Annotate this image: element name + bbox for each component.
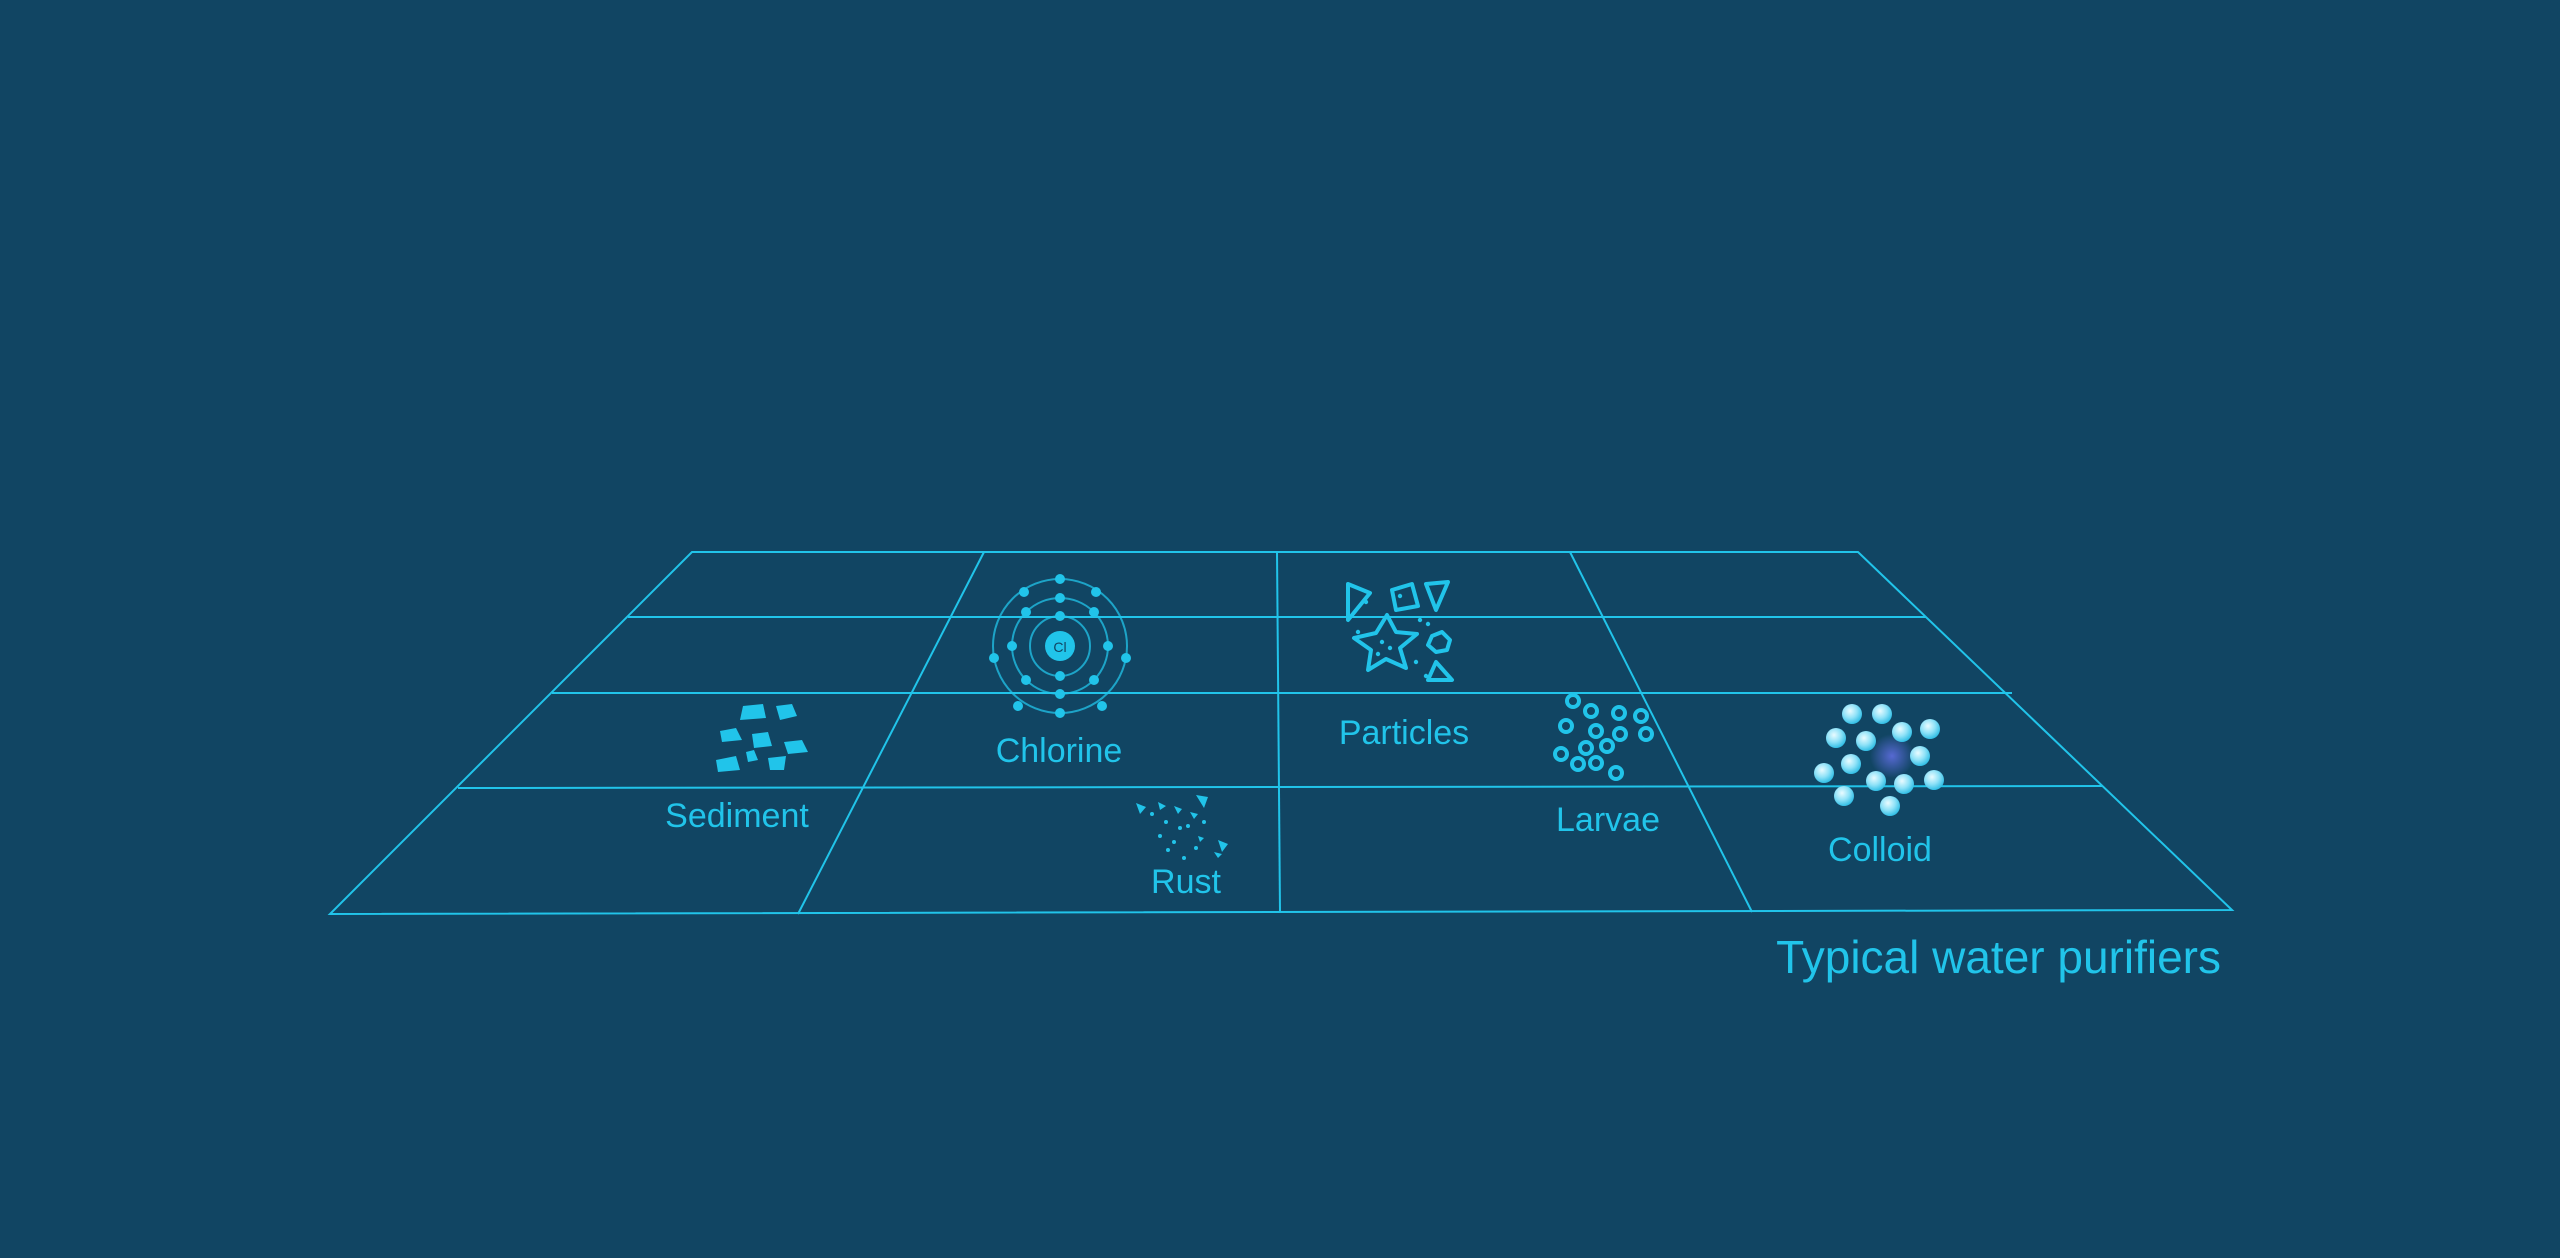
label-sediment: Sediment xyxy=(665,797,809,835)
grid-col-line xyxy=(1276,551,1281,913)
label-colloid: Colloid xyxy=(1828,831,1932,869)
rust-icon xyxy=(1136,795,1228,860)
chlorine-symbol: Cl xyxy=(1053,639,1066,655)
label-larvae: Larvae xyxy=(1556,801,1660,839)
grid-col-line xyxy=(1569,551,1753,913)
colloid-icon xyxy=(1814,704,1944,816)
perspective-grid xyxy=(327,551,2235,916)
grid-row-line xyxy=(457,785,2103,789)
label-rust: Rust xyxy=(1151,863,1221,901)
diagram-caption: Typical water purifiers xyxy=(1776,931,2221,983)
label-particles: Particles xyxy=(1339,714,1469,752)
grid-outline xyxy=(327,551,2235,916)
larvae-icon xyxy=(1553,693,1654,781)
particles-icon xyxy=(1346,580,1454,682)
chlorine-atom-icon: Cl xyxy=(989,574,1131,718)
label-chlorine: Chlorine xyxy=(996,732,1123,770)
grid-col-line xyxy=(797,551,985,915)
sediment-icon xyxy=(716,704,808,772)
